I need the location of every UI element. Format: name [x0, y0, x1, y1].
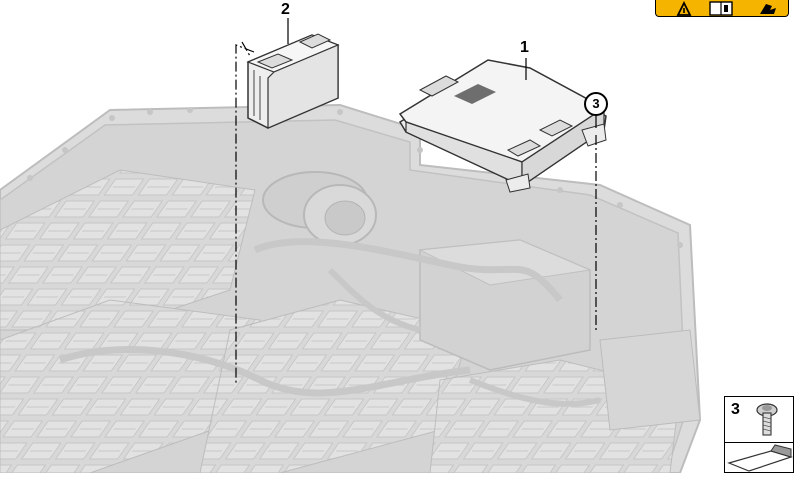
warning-triangle-icon: [676, 0, 692, 16]
callout-part-1[interactable]: 1: [520, 39, 529, 56]
manual-book-icon: [709, 1, 733, 16]
leader-lines: [287, 18, 597, 128]
part-1-control-unit[interactable]: [398, 59, 607, 193]
warning-bar: [655, 0, 789, 17]
part-2-control-module[interactable]: [246, 0, 340, 129]
callout-part-2[interactable]: 2: [281, 1, 290, 18]
legend-item-number: 3: [731, 401, 740, 418]
part-legend: 3: [724, 396, 794, 473]
glove-hand-icon: [760, 4, 776, 14]
bolt-icon: [727, 403, 793, 472]
battery-housing: [0, 103, 702, 474]
callout-part-3[interactable]: 3: [584, 92, 608, 116]
assembly-lines: [235, 41, 597, 385]
legend-divider: [725, 442, 793, 443]
